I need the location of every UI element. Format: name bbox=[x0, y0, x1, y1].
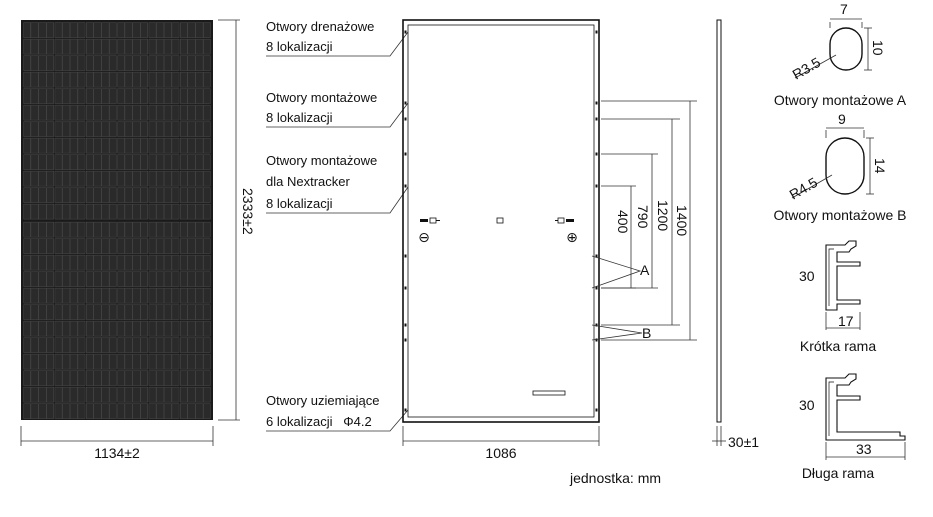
marker-b: B bbox=[591, 324, 651, 341]
junction-box bbox=[496, 217, 504, 224]
drainage-holes-count: 8 lokalizacji bbox=[266, 39, 333, 54]
hole-b-width: 9 bbox=[838, 111, 846, 127]
grounding-holes-title: Otwory uziemiające bbox=[266, 393, 379, 408]
long-frame-height: 30 bbox=[799, 397, 815, 413]
callout-mounting: Otwory montażowe 8 lokalizacji bbox=[266, 90, 409, 128]
hole-b-caption: Otwory montażowe B bbox=[773, 207, 906, 223]
panel-width-dimension: 1134±2 bbox=[20, 426, 214, 461]
short-frame-height: 30 bbox=[799, 268, 815, 284]
rear-width-label: 1086 bbox=[485, 445, 516, 461]
nextracker-holes-sub: dla Nextracker bbox=[266, 174, 350, 189]
frame-holes bbox=[404, 30, 598, 412]
dim-1200-label: 1200 bbox=[655, 200, 671, 231]
panel-side-view: 30±1 bbox=[712, 19, 759, 450]
marker-b-label: B bbox=[642, 325, 651, 341]
detail-long-frame: 30 33 Długa rama bbox=[799, 373, 906, 481]
long-frame-width: 33 bbox=[856, 441, 872, 457]
panel-rear-view: ⊖ ⊕ bbox=[402, 19, 600, 423]
cable-plus: ⊕ bbox=[555, 217, 578, 245]
side-thickness-label: 30±1 bbox=[728, 434, 759, 450]
label-slot bbox=[532, 390, 566, 396]
plus-symbol: ⊕ bbox=[566, 229, 578, 245]
mounting-holes-count: 8 lokalizacji bbox=[266, 110, 333, 125]
nextracker-holes-count: 8 lokalizacji bbox=[266, 196, 333, 211]
panel-width-label: 1134±2 bbox=[94, 445, 140, 461]
mounting-holes-title: Otwory montażowe bbox=[266, 90, 377, 105]
rear-inner-frame bbox=[407, 24, 595, 418]
hole-a-caption: Otwory montażowe A bbox=[774, 92, 907, 108]
hole-spacing-dimensions: 400 790 1200 1400 bbox=[601, 100, 697, 341]
drainage-holes-title: Otwory drenażowe bbox=[266, 19, 374, 34]
rear-width-dimension: 1086 bbox=[402, 426, 600, 461]
dim-790-label: 790 bbox=[635, 205, 651, 229]
minus-symbol: ⊖ bbox=[418, 229, 430, 245]
callout-nextracker: Otwory montażowe dla Nextracker 8 lokali… bbox=[266, 153, 409, 214]
cable-minus: ⊖ bbox=[418, 217, 440, 245]
panel-height-dimension: 2333±2 bbox=[218, 19, 256, 421]
detail-hole-b: 9 14 R4.5 Otwory montażowe B bbox=[773, 111, 906, 223]
detail-short-frame: 30 17 Krótka rama bbox=[799, 240, 876, 354]
long-frame-caption: Długa rama bbox=[802, 465, 875, 481]
hole-a-width: 7 bbox=[840, 1, 848, 17]
panel-front-view bbox=[21, 20, 213, 420]
solar-cells-grid bbox=[23, 22, 211, 419]
dim-1400-label: 1400 bbox=[674, 205, 690, 236]
unit-note: jednostka: mm bbox=[569, 470, 661, 486]
dim-400-label: 400 bbox=[615, 210, 631, 234]
short-frame-width: 17 bbox=[838, 313, 854, 329]
hole-b-height: 14 bbox=[872, 158, 888, 174]
grounding-holes-count: 6 lokalizacji Φ4.2 bbox=[266, 414, 372, 429]
hole-a-radius: R3.5 bbox=[790, 54, 824, 83]
short-frame-caption: Krótka rama bbox=[800, 338, 876, 354]
nextracker-holes-title: Otwory montażowe bbox=[266, 153, 377, 168]
marker-a-label: A bbox=[640, 262, 650, 278]
detail-hole-a: 7 10 R3.5 Otwory montażowe A bbox=[774, 1, 907, 108]
hole-a-height: 10 bbox=[870, 40, 886, 56]
marker-a: A bbox=[591, 255, 650, 289]
panel-height-label: 2333±2 bbox=[240, 188, 256, 235]
hole-b-radius: R4.5 bbox=[787, 174, 821, 203]
callout-grounding: Otwory uziemiające 6 lokalizacji Φ4.2 bbox=[266, 393, 409, 432]
callout-drainage: Otwory drenażowe 8 lokalizacji bbox=[266, 19, 409, 57]
rear-outer-frame bbox=[402, 19, 600, 423]
